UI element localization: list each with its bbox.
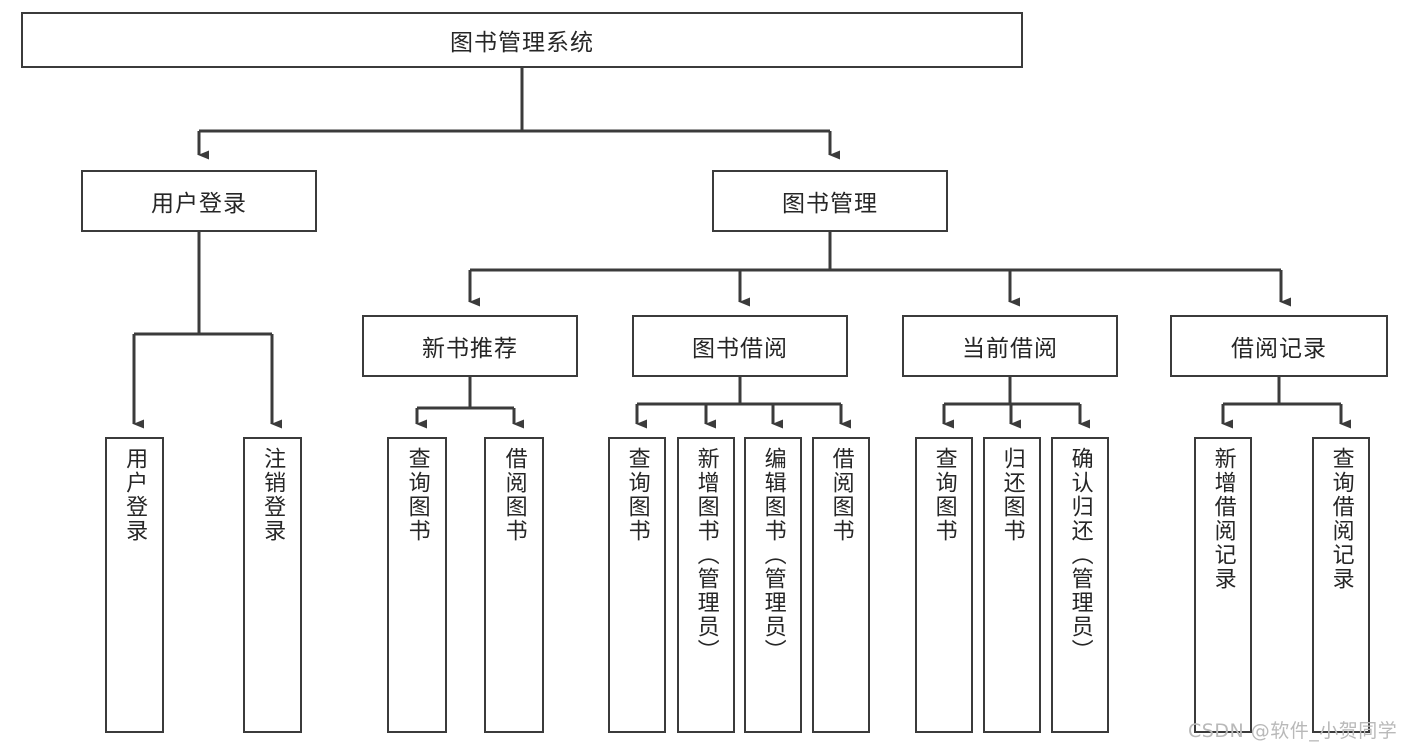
node-new-book-recommend-label: 新书推荐 [422,336,518,362]
leaf-label: 编辑图书（管理员） [760,447,786,663]
leaf-current-return-book[interactable]: 归还图书 [983,437,1041,733]
node-current-borrow-label: 当前借阅 [962,336,1058,362]
node-borrow-records[interactable]: 借阅记录 [1170,315,1388,377]
leaf-label: 确认归还（管理员） [1067,447,1093,663]
node-book-borrow-label: 图书借阅 [692,336,788,362]
leaf-recommend-borrow-book[interactable]: 借阅图书 [484,437,544,733]
node-book-borrow[interactable]: 图书借阅 [632,315,848,377]
node-new-book-recommend[interactable]: 新书推荐 [362,315,578,377]
leaf-label: 借阅图书 [828,447,854,543]
leaf-label: 借阅图书 [501,447,527,543]
leaf-current-query-book[interactable]: 查询图书 [915,437,973,733]
leaf-label: 查询借阅记录 [1328,447,1354,591]
node-current-borrow[interactable]: 当前借阅 [902,315,1118,377]
node-root-label: 图书管理系统 [450,30,594,56]
node-borrow-records-label: 借阅记录 [1231,336,1327,362]
leaf-borrow-edit-book[interactable]: 编辑图书（管理员） [744,437,802,733]
node-root[interactable]: 图书管理系统 [21,12,1023,68]
leaf-borrow-borrow-book[interactable]: 借阅图书 [812,437,870,733]
node-user-login[interactable]: 用户登录 [81,170,317,232]
leaf-user-login-logout[interactable]: 注销登录 [243,437,302,733]
leaf-label: 查询图书 [404,447,430,543]
leaf-recommend-query-book[interactable]: 查询图书 [387,437,447,733]
leaf-borrow-query-book[interactable]: 查询图书 [608,437,666,733]
leaf-label: 归还图书 [999,447,1025,543]
node-book-management-label: 图书管理 [782,191,878,217]
leaf-label: 查询图书 [624,447,650,543]
leaf-label: 用户登录 [122,447,148,543]
csdn-watermark: CSDN @软件_小贺同学 [1188,720,1398,742]
leaf-label: 注销登录 [260,447,286,543]
leaf-label: 新增借阅记录 [1210,447,1236,591]
leaf-borrow-add-book[interactable]: 新增图书（管理员） [677,437,735,733]
leaf-user-login-login[interactable]: 用户登录 [105,437,164,733]
leaf-records-query-record[interactable]: 查询借阅记录 [1312,437,1370,733]
node-book-management[interactable]: 图书管理 [712,170,948,232]
leaf-label: 新增图书（管理员） [693,447,719,663]
leaf-records-add-record[interactable]: 新增借阅记录 [1194,437,1252,733]
leaf-current-confirm-return[interactable]: 确认归还（管理员） [1051,437,1109,733]
leaf-label: 查询图书 [931,447,957,543]
node-user-login-label: 用户登录 [151,191,247,217]
